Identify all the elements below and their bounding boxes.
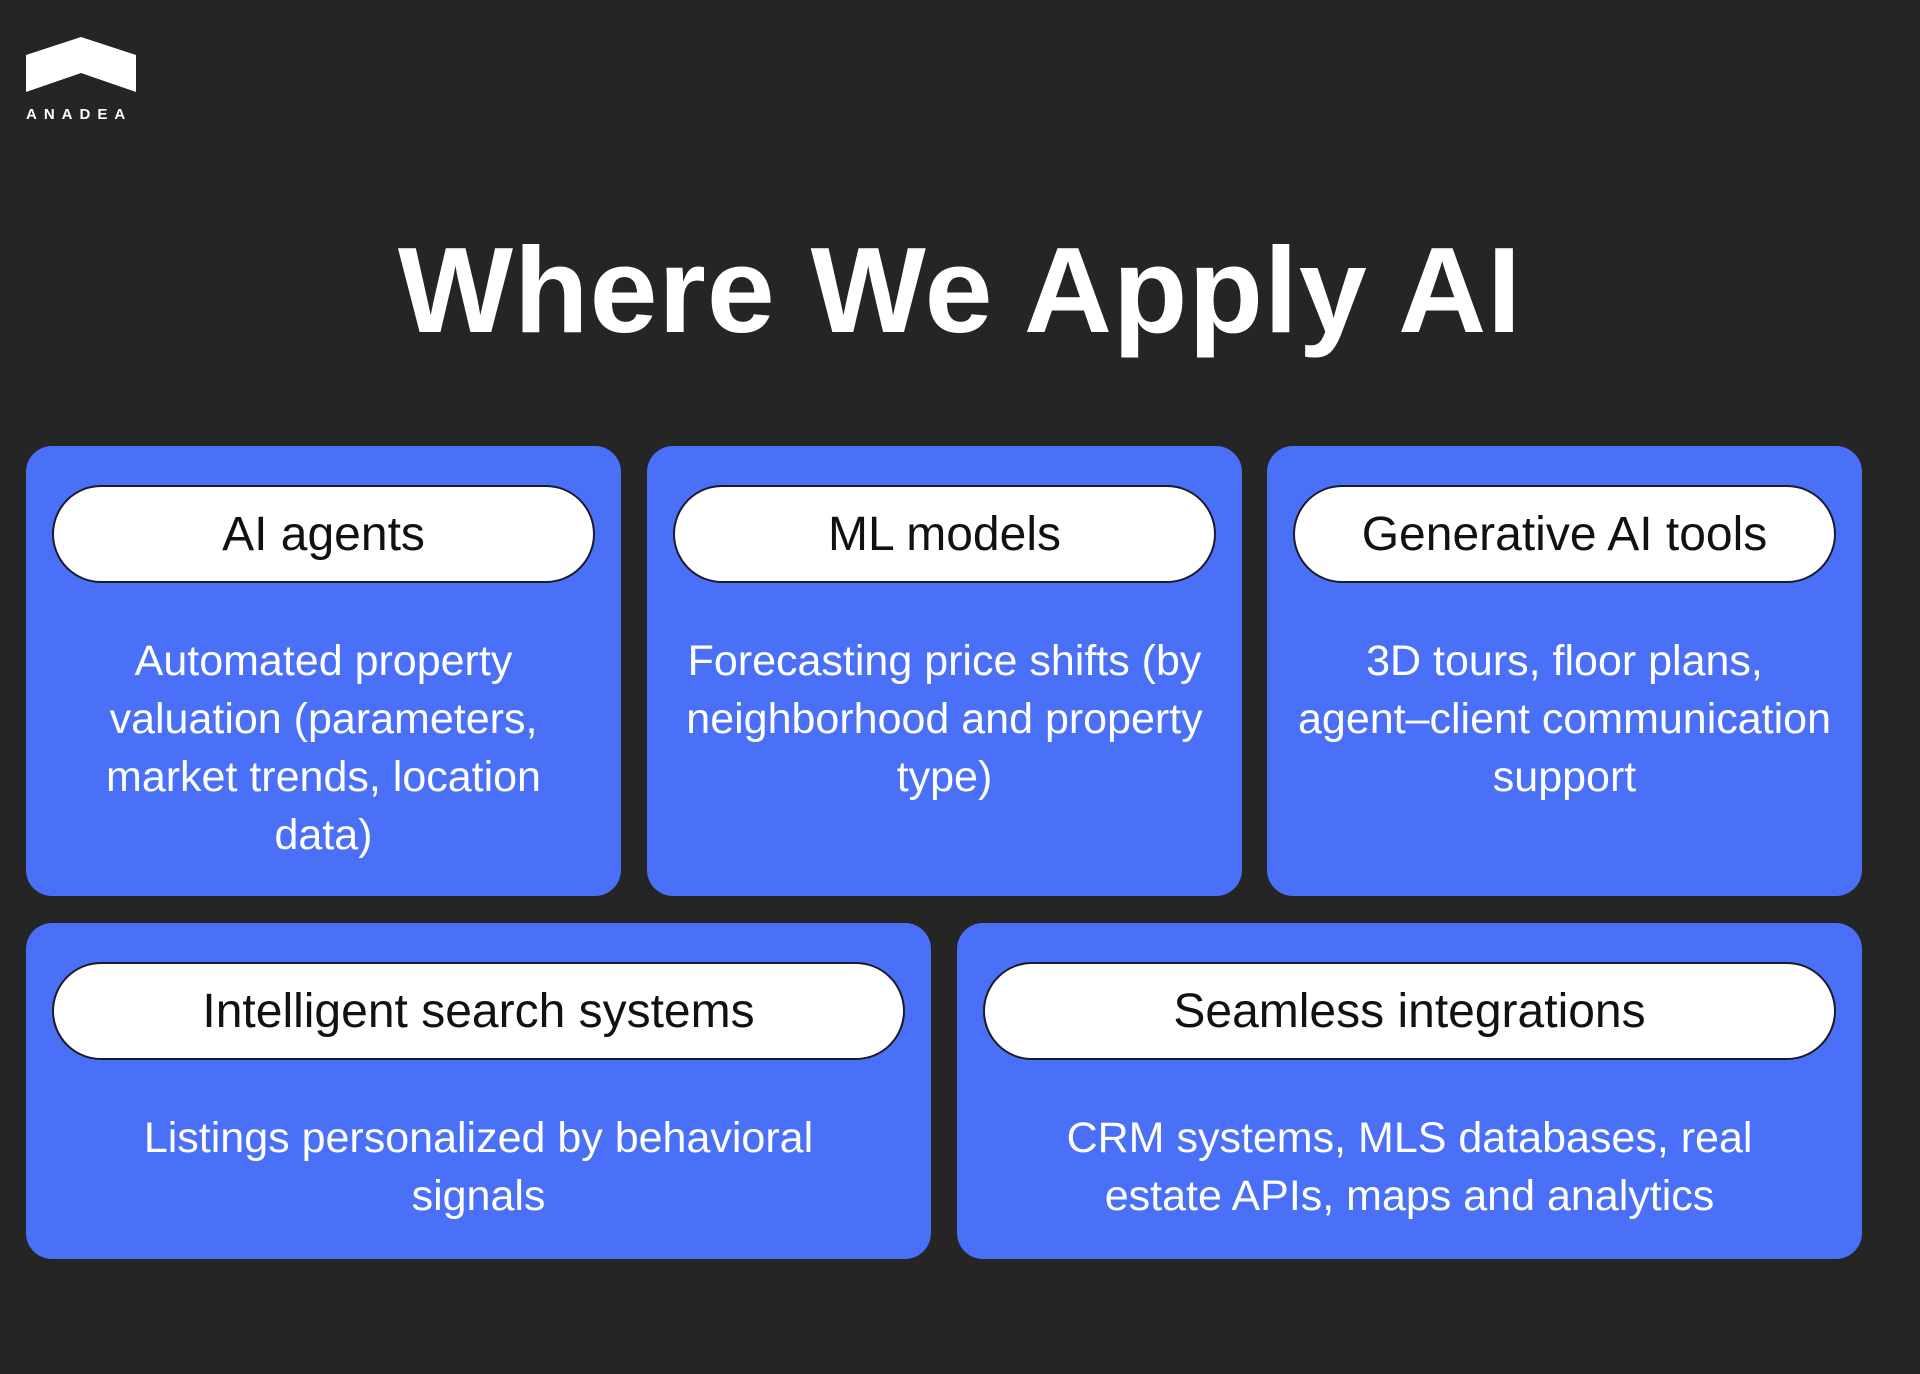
card-heading: Seamless integrations [983, 962, 1836, 1060]
card-ml-models: ML models Forecasting price shifts (by n… [647, 446, 1242, 896]
card-text: CRM systems, MLS databases, real estate … [1066, 1114, 1753, 1220]
card-generative-ai-tools: Generative AI tools 3D tours, floor plan… [1267, 446, 1862, 896]
card-heading: ML models [673, 485, 1216, 583]
card-text: Listings personalized by behavioral sign… [143, 1114, 814, 1220]
card-text: Forecasting price shifts (by neighborhoo… [686, 637, 1203, 801]
logo-text: ANADEA [26, 106, 133, 123]
card-heading: Intelligent search systems [52, 962, 905, 1060]
page-title: Where We Apply AI [397, 222, 1523, 358]
anadea-logo: ANADEA [26, 37, 136, 123]
card-seamless-integrations: Seamless integrations CRM systems, MLS d… [957, 923, 1862, 1259]
card-text: 3D tours, floor plans, agent–client comm… [1297, 637, 1832, 801]
roof-logo-icon [26, 37, 136, 92]
card-ai-agents: AI agents Automated property valuation (… [26, 446, 621, 896]
card-text: Automated property valuation (parameters… [106, 637, 541, 859]
card-heading: AI agents [52, 485, 595, 583]
card-heading: Generative AI tools [1293, 485, 1836, 583]
card-intelligent-search: Intelligent search systems Listings pers… [26, 923, 931, 1259]
